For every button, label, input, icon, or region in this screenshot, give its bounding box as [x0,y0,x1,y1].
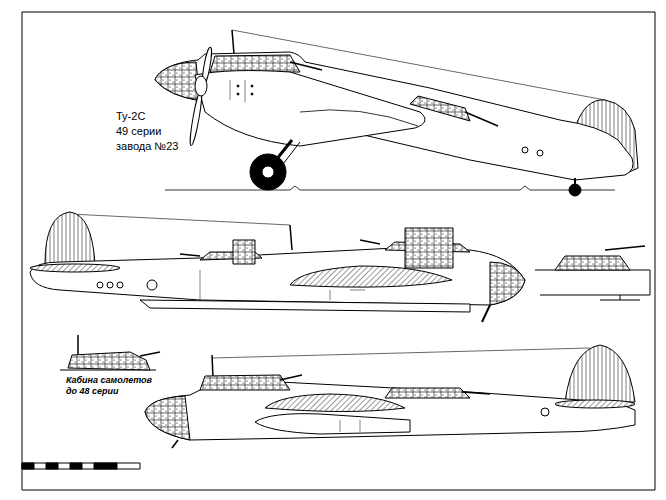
type-label: Ту-2С [116,110,145,124]
middle-side-view-part [290,225,292,250]
middle-side-view-part [200,270,365,300]
scale-bar-part [70,463,82,469]
lower-side-view-part [212,348,590,358]
upper-side-view-part [465,112,498,126]
scale-bar [22,463,140,469]
early-cockpit-detail-part [140,352,160,356]
lower-side-view-part [265,394,405,412]
scale-bar-part [22,463,140,469]
upper-side-view [155,30,638,196]
middle-side-view-part [107,282,113,288]
upper-side-view-part [230,80,245,102]
lower-side-view-part [462,392,490,394]
early-cockpit-detail [60,335,160,370]
turret-inset-part [620,295,621,300]
lower-side-view-part [280,375,302,380]
upper-side-view-part [237,85,239,87]
scale-bar-part [46,463,58,469]
middle-side-view-part [30,264,120,272]
turret-inset-part [600,300,640,301]
middle-side-view-part [290,266,452,287]
upper-side-view-part [251,85,253,87]
lower-side-view-part [145,396,190,440]
middle-side-view-part [405,228,453,268]
sheet-frame [22,12,655,490]
upper-side-view-part [155,52,633,180]
middle-side-view-part [45,212,95,264]
lower-side-view-part [555,400,635,408]
lower-side-view-part [255,414,410,434]
upper-side-view-part [210,55,300,72]
turret-inset-part [535,270,650,295]
middle-side-view-part [490,262,525,305]
upper-side-view-part [251,93,253,95]
middle-side-view-part [360,240,380,244]
upper-side-view-part [165,186,615,190]
upper-side-view-part [250,154,286,190]
lower-side-view-part [565,345,635,402]
scale-bar-part [22,463,34,469]
middle-side-view-part [140,300,470,312]
early-cockpit-detail-part [77,335,79,355]
turret-inset [535,246,650,300]
middle-side-view-part [233,240,255,264]
lower-side-view-part [172,440,178,448]
lower-side-view [145,345,635,448]
middle-side-view-part [180,254,200,256]
turret-inset-part [605,246,645,250]
middle-side-view-part [147,280,157,290]
factory-label: завода №23 [116,140,178,154]
middle-side-view-part [117,282,123,288]
upper-side-view-part [262,166,274,178]
middle-side-view-part [70,214,290,225]
upper-side-view-part [237,93,239,95]
middle-side-view [30,212,525,322]
middle-side-view-part [97,282,103,288]
lower-side-view-part [145,382,635,440]
lower-side-view-part [541,408,549,416]
upper-side-view-part [195,71,425,146]
turret-inset-part [555,256,630,270]
upper-side-view-part [232,30,234,54]
middle-side-view-part [482,305,490,322]
upper-side-view-part [290,62,322,70]
upper-side-view-part [522,147,528,153]
upper-side-view-part [300,110,418,126]
upper-side-view-part [195,76,207,96]
lower-side-view-part [385,388,470,398]
cockpit-note: Кабина самолетов до 48 серии [66,375,158,397]
upper-side-view-part [155,62,200,100]
lower-side-view-part [340,420,360,432]
scale-bar-part [94,463,117,469]
lower-side-view-part [212,355,213,378]
upper-side-view-part [188,90,204,146]
lower-side-view-part [200,375,290,390]
upper-side-view-part [537,150,543,156]
series-label: 49 серии [116,125,161,139]
early-cockpit-detail-part [68,352,150,370]
